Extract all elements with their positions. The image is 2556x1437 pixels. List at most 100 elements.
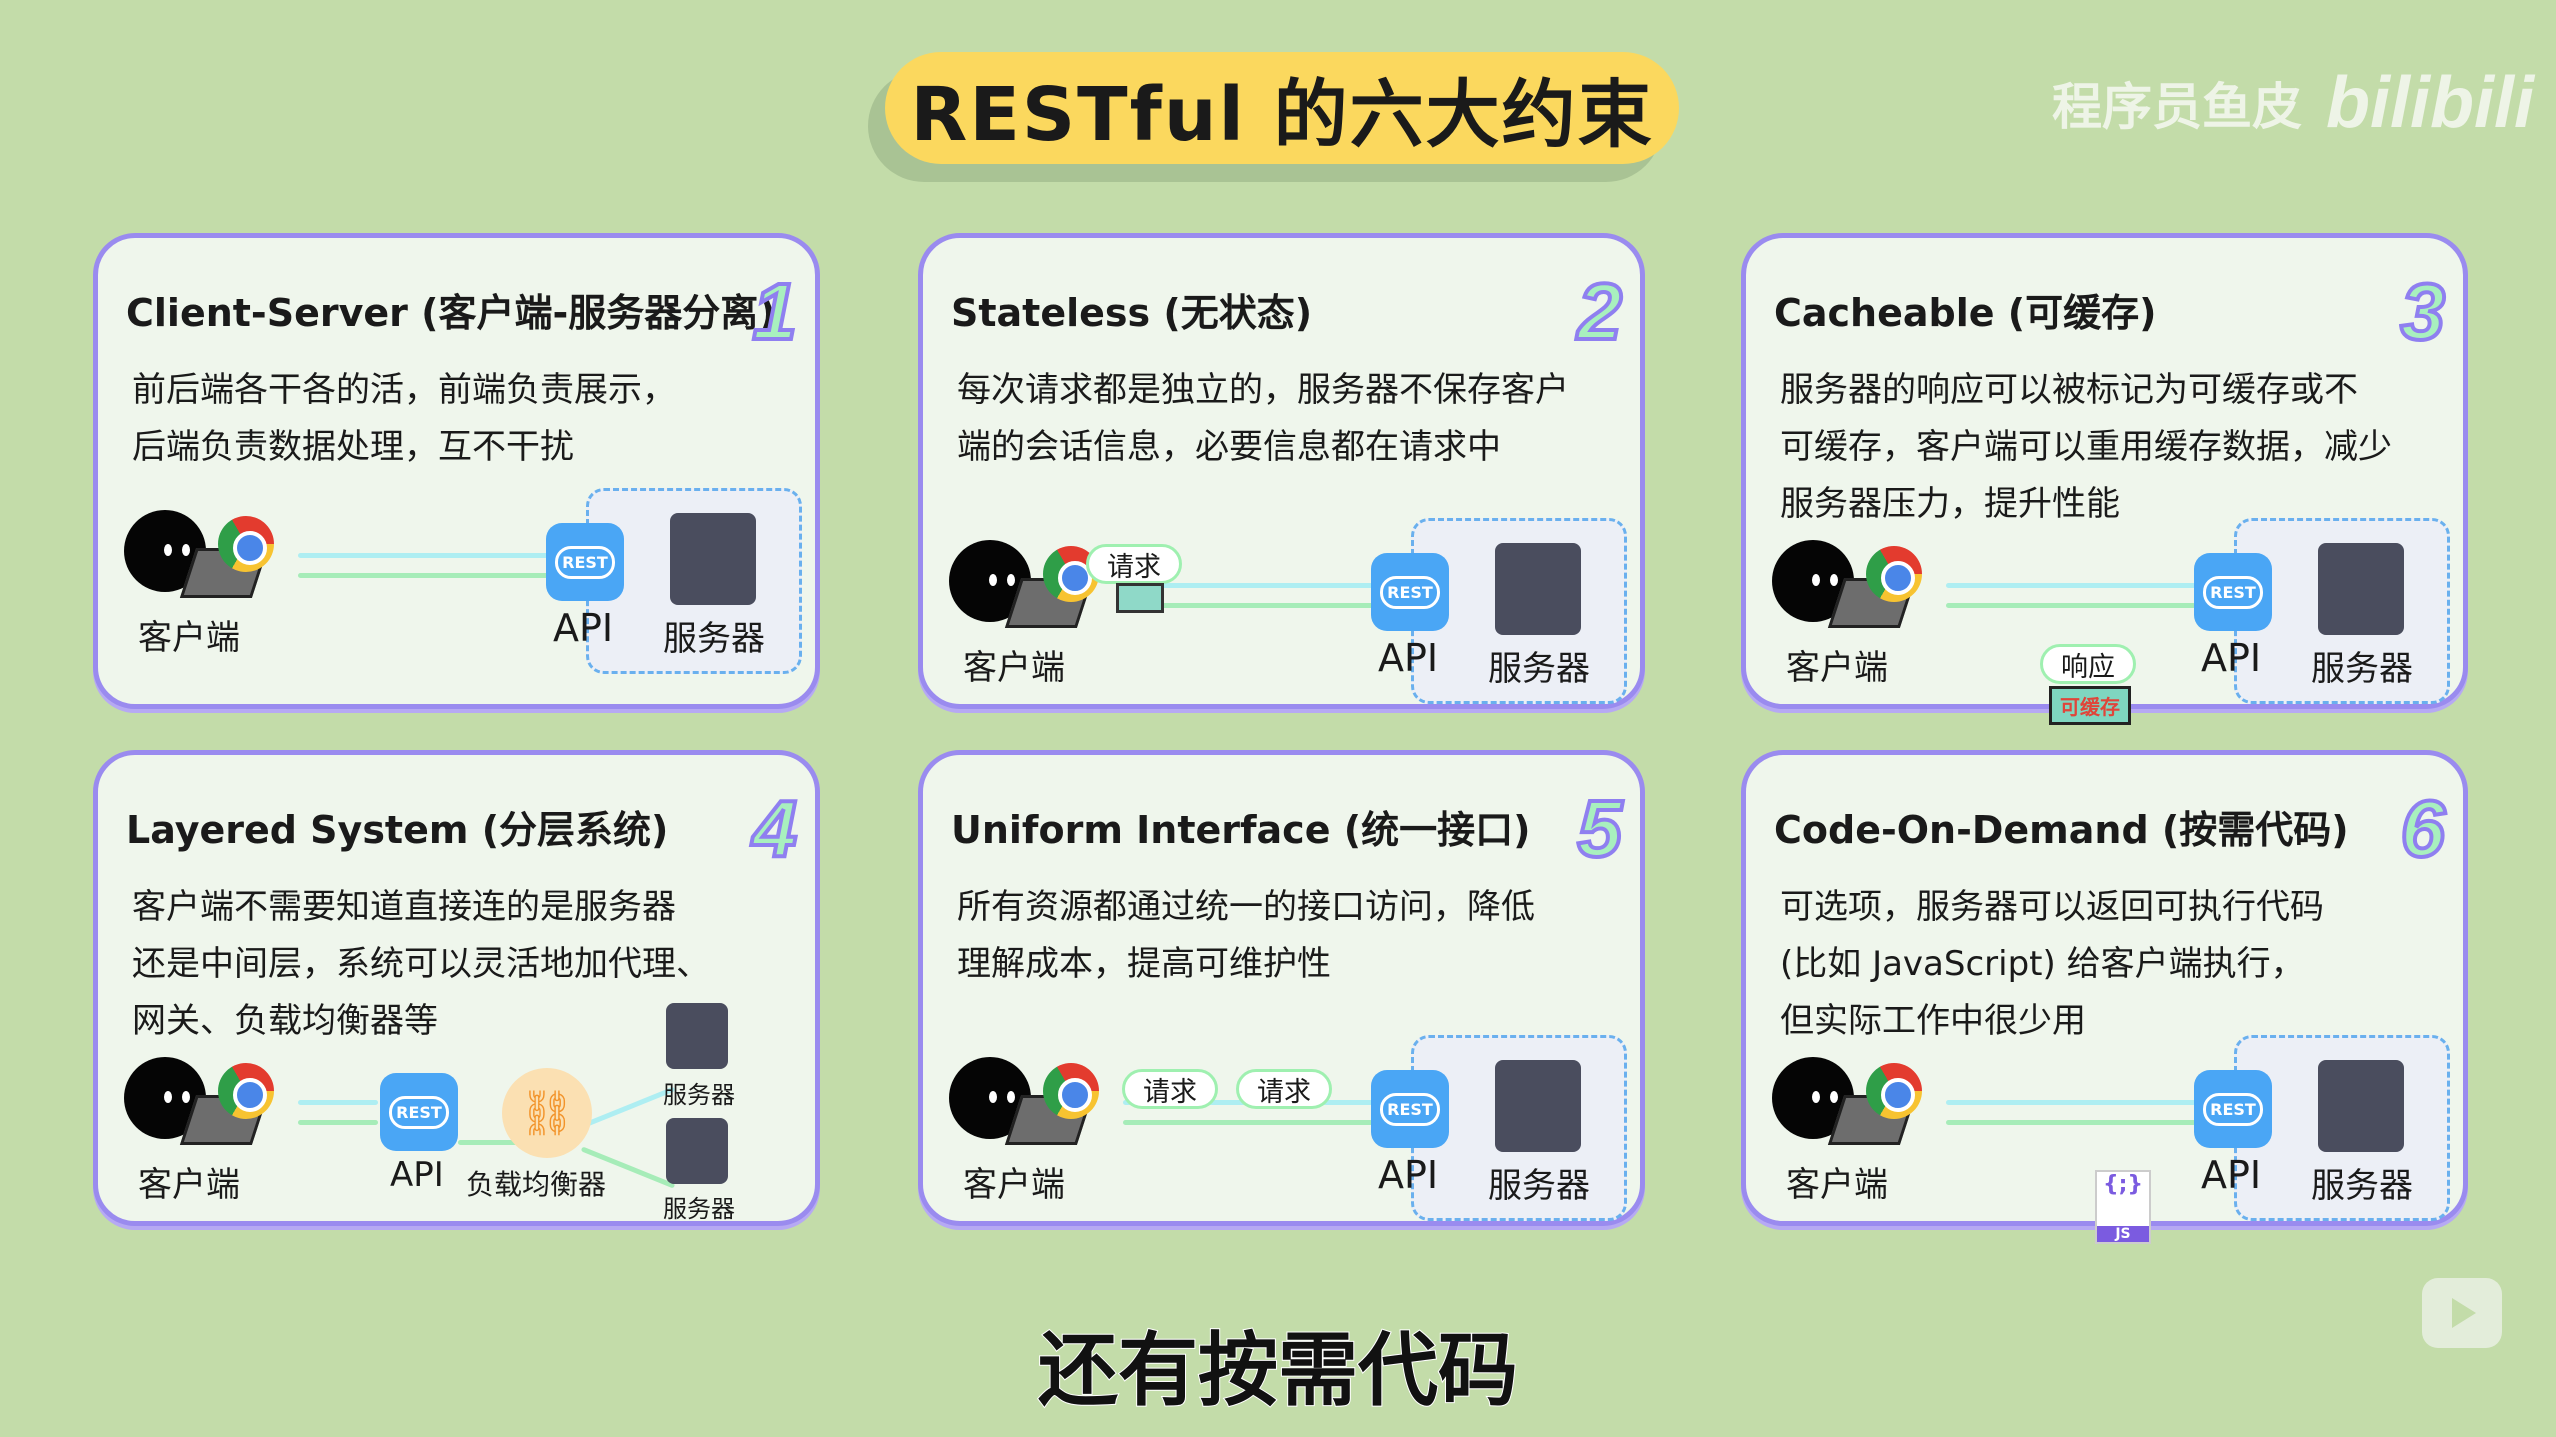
description-line: 还是中间层，系统可以灵活地加代理、 — [132, 944, 710, 984]
rest-api-icon: REST — [1371, 1070, 1449, 1148]
server-icon — [666, 1118, 728, 1184]
card-title: Layered System (分层系统) — [126, 808, 669, 852]
link-line — [298, 553, 548, 558]
description-line: 网关、负载均衡器等 — [132, 1001, 438, 1041]
load-balancer-label: 负载均衡器 — [466, 1168, 607, 1201]
rest-api-icon: REST — [2194, 1070, 2272, 1148]
card-number: 4 — [751, 782, 799, 875]
client-label: 客户端 — [963, 1165, 1065, 1205]
server-label: 服务器 — [663, 1081, 735, 1109]
chrome-icon — [1866, 546, 1922, 602]
server-icon — [666, 1003, 728, 1069]
cacheable-tag: 可缓存 — [2049, 686, 2131, 725]
bilibili-logo: bilibili — [2326, 63, 2534, 143]
server-icon — [1495, 1060, 1581, 1152]
server-label: 服务器 — [1488, 649, 1590, 689]
description-line: 服务器的响应可以被标记为可缓存或不 — [1780, 370, 2358, 410]
page-title: RESTful 的六大约束 — [885, 52, 1679, 164]
description-line: 每次请求都是独立的，服务器不保存客户 — [957, 370, 1569, 410]
api-label: API — [2201, 636, 2262, 680]
card-description: 每次请求都是独立的，服务器不保存客户端的会话信息，必要信息都在请求中 — [957, 362, 1569, 476]
javascript-file-icon: {;}JS — [2095, 1170, 2151, 1244]
description-line: 但实际工作中很少用 — [1780, 1001, 2086, 1041]
chrome-icon — [218, 1063, 274, 1119]
watermark: 程序员鱼皮 bilibili — [2052, 62, 2534, 144]
request-id-card-icon — [1116, 583, 1164, 613]
link-line — [298, 573, 548, 578]
card-number: 3 — [2399, 265, 2447, 358]
card-title: Uniform Interface (统一接口) — [951, 808, 1531, 852]
description-line: 可选项，服务器可以返回可执行代码 — [1780, 887, 2324, 927]
request-bubble: 请求 — [1086, 544, 1182, 584]
chrome-icon — [218, 516, 274, 572]
rest-badge: REST — [2203, 1092, 2263, 1126]
link-line — [298, 1100, 378, 1105]
watermark-author: 程序员鱼皮 — [2052, 78, 2302, 136]
api-label: API — [553, 606, 614, 650]
link-line — [1946, 603, 2196, 608]
client-label: 客户端 — [1786, 648, 1888, 688]
link-line — [1946, 583, 2196, 588]
description-line: 可缓存，客户端可以重用缓存数据，减少 — [1780, 427, 2392, 467]
card-title: Cacheable (可缓存) — [1774, 291, 2157, 335]
link-line — [1946, 1100, 2196, 1105]
client-label: 客户端 — [138, 1165, 240, 1205]
rest-api-icon: REST — [380, 1073, 458, 1151]
server-label: 服务器 — [663, 619, 765, 659]
diagram: 客户端 REST API 服务器 — [98, 238, 815, 704]
link-line — [1946, 1120, 2196, 1125]
server-icon — [1495, 543, 1581, 635]
js-tag: JS — [2097, 1226, 2149, 1242]
server-icon — [670, 513, 756, 605]
rest-api-icon: REST — [546, 523, 624, 601]
chrome-icon — [1043, 1063, 1099, 1119]
api-label: API — [1378, 636, 1439, 680]
rest-api-icon: REST — [1371, 553, 1449, 631]
card-description: 前后端各干各的活，前端负责展示，后端负责数据处理，互不干扰 — [132, 362, 676, 476]
client-label: 客户端 — [1786, 1165, 1888, 1205]
rest-badge: REST — [2203, 575, 2263, 609]
constraint-card-4: Layered System (分层系统) 4 客户端不需要知道直接连的是服务器还是… — [93, 750, 820, 1226]
rest-badge: REST — [389, 1095, 449, 1129]
client-label: 客户端 — [963, 648, 1065, 688]
link-line — [1123, 583, 1373, 588]
link-line — [298, 1120, 378, 1125]
request-bubble: 请求 — [1122, 1069, 1218, 1109]
description-line: 理解成本，提高可维护性 — [957, 944, 1331, 984]
rest-badge: REST — [1380, 1092, 1440, 1126]
rest-api-icon: REST — [2194, 553, 2272, 631]
description-line: 客户端不需要知道直接连的是服务器 — [132, 887, 676, 927]
description-line: 服务器压力，提升性能 — [1780, 484, 2120, 524]
chrome-icon — [1866, 1063, 1922, 1119]
load-balancer-icon: ⛓ — [502, 1068, 592, 1158]
card-description: 可选项，服务器可以返回可执行代码 (比如 JavaScript) 给客户端执行， 但… — [1780, 879, 2324, 1050]
rest-badge: REST — [555, 545, 615, 579]
card-title: Code-On-Demand (按需代码) — [1774, 808, 2349, 852]
diagram: 客户端 REST API 服务器 请求 — [923, 268, 1640, 734]
card-title: Stateless (无状态) — [951, 291, 1313, 335]
card-number: 1 — [751, 265, 799, 358]
client-label: 客户端 — [138, 618, 240, 658]
api-label: API — [2201, 1153, 2262, 1197]
description-line: 后端负责数据处理，互不干扰 — [132, 427, 574, 467]
card-number: 2 — [1576, 265, 1624, 358]
response-bubble: 响应 — [2040, 644, 2136, 684]
card-description: 服务器的响应可以被标记为可缓存或不可缓存，客户端可以重用缓存数据，减少服务器压力… — [1780, 362, 2392, 533]
request-bubble: 请求 — [1236, 1069, 1332, 1109]
constraint-card-1: Client-Server (客户端-服务器分离)1 前后端各干各的活，前端负责展… — [93, 233, 820, 709]
api-label: API — [1378, 1153, 1439, 1197]
description-line: (比如 JavaScript) 给客户端执行， — [1780, 944, 2305, 984]
server-icon — [2318, 1060, 2404, 1152]
description-line: 所有资源都通过统一的接口访问，降低 — [957, 887, 1535, 927]
card-title: Client-Server (客户端-服务器分离) — [126, 291, 776, 335]
api-label: API — [390, 1155, 444, 1195]
link-line — [458, 1140, 518, 1145]
